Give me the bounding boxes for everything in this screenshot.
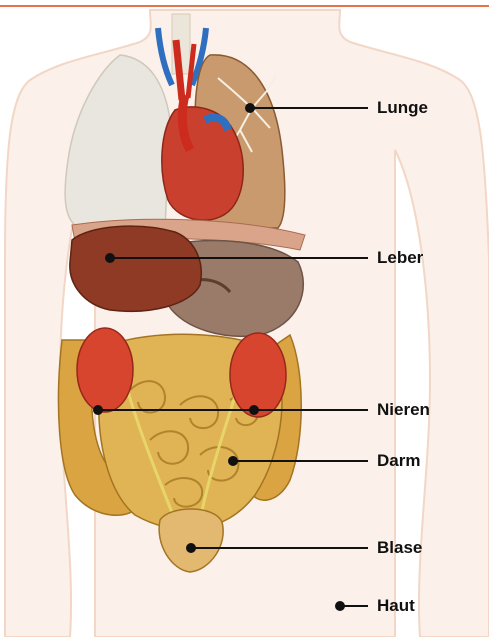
- label-blase: Blase: [377, 538, 422, 558]
- right-kidney: [230, 333, 286, 417]
- label-leber: Leber: [377, 248, 423, 268]
- leader-dot-nieren-left: [94, 406, 102, 414]
- label-lunge: Lunge: [377, 98, 428, 118]
- leader-dot-lunge: [246, 104, 254, 112]
- left-kidney: [77, 328, 133, 412]
- label-nieren: Nieren: [377, 400, 430, 420]
- leader-dot-blase: [187, 544, 195, 552]
- leader-dot-nieren-right: [250, 406, 258, 414]
- leader-dot-darm: [229, 457, 237, 465]
- label-darm: Darm: [377, 451, 420, 471]
- leader-dot-haut: [336, 602, 344, 610]
- liver: [70, 226, 201, 311]
- label-haut: Haut: [377, 596, 415, 616]
- leader-dot-leber: [106, 254, 114, 262]
